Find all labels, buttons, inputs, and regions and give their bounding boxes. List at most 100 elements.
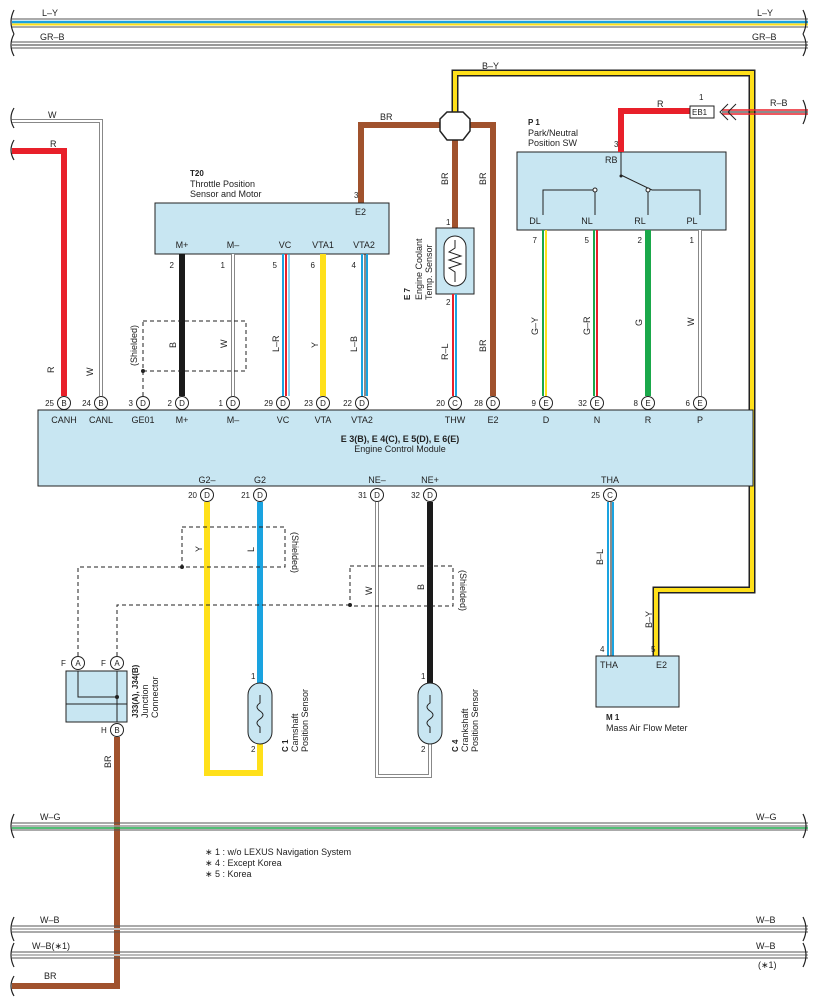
p1-pin-num: 5 xyxy=(585,236,590,245)
wire-lb xyxy=(361,254,368,396)
ecm-bottom-pin-connector xyxy=(370,488,384,502)
wire-br-t20-e2 xyxy=(358,122,440,207)
ecm-top-pin-conn: D xyxy=(320,399,326,408)
p1-name2: Position SW xyxy=(528,138,578,148)
wire-label-b-ne: B xyxy=(416,584,426,590)
wire-label-r-canh: R xyxy=(46,366,56,373)
ecm-top-pin-label: THW xyxy=(445,415,466,425)
splice-junction xyxy=(439,111,471,141)
t20-pin-label: VTA2 xyxy=(353,240,375,250)
ecm-top-pin-num: 29 xyxy=(264,399,273,408)
e7-pin1: 1 xyxy=(446,218,451,227)
p1-rb: RB xyxy=(605,155,618,165)
bus-wb2: W–B(∗1) W–B (∗1) xyxy=(10,941,808,970)
ecm-top-pin-connector xyxy=(316,396,330,410)
ecm-top-pin-conn: D xyxy=(359,399,365,408)
wire-gy xyxy=(542,230,547,396)
shield-label-2: (Shielded) xyxy=(290,532,300,573)
ecm-top-pin-conn: D xyxy=(280,399,286,408)
ecm-top-pin-num: 3 xyxy=(129,399,134,408)
p1-pin-label: PL xyxy=(686,216,697,226)
ecm-subtitle: Engine Control Module xyxy=(354,444,446,454)
wire-label-y-g2: Y xyxy=(194,546,204,552)
ecm-top-pin-num: 6 xyxy=(686,399,691,408)
p1-pin3: 3 xyxy=(614,140,619,149)
t20-name1: Throttle Position xyxy=(190,179,255,189)
c1-name1: Camshaft xyxy=(290,713,300,752)
wire-label-r-p1: R xyxy=(657,99,664,109)
m1-tha: THA xyxy=(600,660,618,670)
ecm-bottom-pin-conn: D xyxy=(374,491,380,500)
wire-label-g: G xyxy=(634,319,644,326)
wire-label-w-p: W xyxy=(686,317,696,326)
coil-icon xyxy=(256,695,264,733)
c4-code: C 4 xyxy=(451,739,460,752)
ecm-top-pin-conn: D xyxy=(179,399,185,408)
p1-pin-label: DL xyxy=(529,216,541,226)
ecm-top-pin-num: 25 xyxy=(45,399,54,408)
wire-label-lr: L–R xyxy=(271,335,281,352)
wire-canh xyxy=(12,148,67,396)
bus-ly: L–Y L–Y xyxy=(10,8,808,35)
ecm-top-pin-conn: D xyxy=(490,399,496,408)
ecm-top-pin-label: M+ xyxy=(176,415,189,425)
ecm-top-pin-num: 22 xyxy=(343,399,352,408)
ecm-top-pin-conn: D xyxy=(230,399,236,408)
m1-name: Mass Air Flow Meter xyxy=(606,723,688,733)
ecm-top-pin-label: CANL xyxy=(89,415,113,425)
ecm-top-pin-conn: E xyxy=(697,399,702,408)
ecm-top-pin-label: N xyxy=(594,415,601,425)
ecm-top-pin-conn: C xyxy=(452,399,458,408)
t20-pin-num: 2 xyxy=(170,261,175,270)
c1-sensor xyxy=(247,682,273,745)
c4-pin2: 2 xyxy=(421,745,426,754)
bus-wb2-left: W–B(∗1) xyxy=(32,941,70,951)
wire-label-r-top: R xyxy=(50,139,57,149)
e7-code: E 7 xyxy=(403,287,412,300)
wire-label-l-g2: L xyxy=(246,547,256,552)
ecm-top-pins: B25CANHB24CANLD3GE01D2M+D1M–D29VCD23VTAD… xyxy=(45,396,707,425)
j33-code: J33(A), J34(B) xyxy=(131,664,140,718)
ecm-top-pin-connector xyxy=(226,396,240,410)
eb1-label: EB1 xyxy=(692,108,708,117)
bus-wb1-right: W–B xyxy=(756,915,776,925)
note-2: ∗ 4 : Except Korea xyxy=(205,858,282,868)
eb1-num: 1 xyxy=(699,93,704,102)
p1-pin-label: RL xyxy=(634,216,646,226)
p1-pin-num: 2 xyxy=(638,236,643,245)
ecm-top-pin-connector xyxy=(136,396,150,410)
wire-label-b-m: B xyxy=(168,342,178,348)
c4-pin1: 1 xyxy=(421,672,426,681)
ecm-top-pin-connector xyxy=(539,396,553,410)
t20-pin-label: VC xyxy=(279,240,292,250)
ecm-top-pin-connector xyxy=(486,396,500,410)
ecm-bottom-pin-connector xyxy=(423,488,437,502)
shield-2 xyxy=(181,526,286,568)
t20-pin3: 3 xyxy=(354,191,359,200)
ecm-top-pin-conn: E xyxy=(543,399,548,408)
ecm-bottom-pin-label: NE– xyxy=(368,475,386,485)
ecm-top-pin-label: GE01 xyxy=(131,415,154,425)
e7-name2: Temp. Sensor xyxy=(424,244,434,300)
wire-lr xyxy=(282,254,290,396)
ecm-bottom-pin-conn: C xyxy=(607,491,613,500)
wire-label-w-canl: W xyxy=(85,367,95,376)
wire-br-j33 xyxy=(12,737,120,989)
c1-pin2: 2 xyxy=(251,745,256,754)
ecm-box xyxy=(37,409,754,487)
bus-wg-right: W–G xyxy=(756,812,777,822)
ecm-top-pin-connector xyxy=(355,396,369,410)
p1-pin-num: 7 xyxy=(533,236,538,245)
ecm-bottom-pin-conn: D xyxy=(257,491,263,500)
bus-grb: GR–B GR–B xyxy=(10,32,808,57)
bus-wb2-right: W–B xyxy=(756,941,776,951)
j33-a1: A xyxy=(75,659,81,668)
wire-br-ecm-e2 xyxy=(470,122,496,396)
t20-pin-label: M– xyxy=(227,240,240,250)
ecm-top-pin-connector xyxy=(57,396,71,410)
j33-h: H xyxy=(101,726,107,735)
ecm-top-pin-num: 9 xyxy=(532,399,537,408)
wire-label-gy: G–Y xyxy=(530,317,540,335)
ecm-top-pin-connector xyxy=(94,396,108,410)
